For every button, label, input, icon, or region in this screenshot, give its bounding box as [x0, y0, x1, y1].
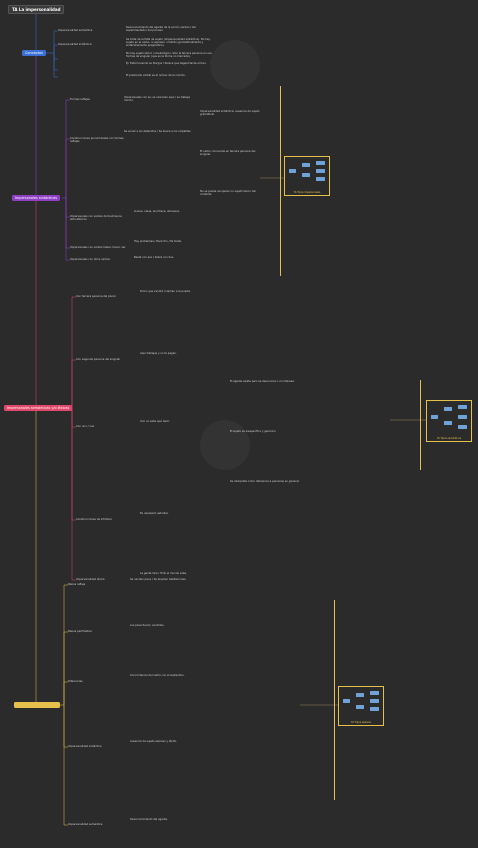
branch-impersonales-sintacticas[interactable]: Impersonales sintácticas [12, 195, 60, 201]
branch-fourth[interactable] [14, 702, 60, 708]
mini-node [444, 407, 452, 411]
mini-node [316, 177, 325, 181]
bracket-line [420, 380, 421, 470]
sintacticas-group-3: Impersonales con verbos de fenómenos atm… [70, 215, 122, 222]
sintacticas-note-3: No se puede recuperar un sujeto léxico d… [200, 190, 256, 197]
mini-node [316, 161, 325, 165]
thumbnail-map-sintacticas[interactable]: TA Tipos impersonales [284, 156, 330, 196]
sintacticas-group-1-text: Impersonales con se: se vive bien aquí /… [124, 96, 190, 103]
sintacticas-group-4-text: Hay problemas / Hace frío / Es tarde. [134, 240, 182, 243]
semanticas-note-1: El agente existe pero se desconoce o no … [230, 380, 295, 383]
mini-node [444, 421, 452, 425]
mini-node [356, 705, 364, 709]
semanticas-group-3: Con uno / una [76, 425, 95, 428]
pasivas-group-4: Impersonalidad sintáctica [68, 745, 102, 748]
mini-node [302, 173, 310, 177]
thumbnail-caption: TA Tipos semánticos [436, 437, 462, 440]
thumbnail-caption: TA Tipos impersonales [293, 191, 321, 194]
pasivas-group-5-text: Desconocimiento del agente. [130, 818, 168, 821]
semanticas-group-4: Construcciones de infinitivo [76, 518, 112, 521]
sintacticas-group-5-text: Basta con eso / Sobra con dos. [134, 256, 174, 259]
mini-node [370, 699, 379, 703]
bracket-line [334, 600, 335, 800]
mini-node [343, 699, 350, 703]
pasivas-group-4-text: Ausencia de sujeto expreso y tácito. [130, 740, 177, 743]
mini-node [458, 405, 467, 409]
root-topic[interactable]: TA La impersonalidad [8, 5, 65, 14]
mini-node [458, 425, 467, 429]
mini-node [302, 163, 310, 167]
mini-node [289, 169, 296, 173]
semanticas-group-1: Con tercera persona del plural [76, 295, 116, 298]
sintacticas-note-1: Impersonalidad sintáctica: ausencia de s… [200, 110, 260, 117]
semanticas-group-3-text: Uno no sabe qué decir. [140, 420, 170, 423]
pasivas-group-1: Pasiva refleja [68, 583, 86, 586]
semanticas-note-3: Se interpreta como referencia a personas… [230, 480, 300, 483]
pasivas-group-2-text: Los pisos fueron vendidos. [130, 624, 165, 627]
pasivas-group-5: Impersonalidad semántica [68, 823, 103, 826]
bracket-line [280, 86, 281, 276]
branch-conceptos[interactable]: Conceptos [22, 50, 46, 56]
background-watermark [200, 420, 250, 470]
semanticas-group-4-text: Es necesario estudiar. [140, 512, 169, 515]
branch-impersonales-semanticas[interactable]: Impersonales semánticas y/o léxicas [4, 405, 73, 411]
thumbnail-caption: TA Tipos pasivas [351, 721, 371, 724]
conceptos-label-1: Impersonalidad semántica [58, 29, 93, 32]
mini-node [356, 693, 364, 697]
conceptos-text-3: No hay sujeto léxico ni tautológico. Sól… [126, 52, 212, 59]
semanticas-note-2: El sujeto es inespecífico y genérico. [230, 430, 277, 433]
conceptos-text-5: El predicado verbal es el núcleo de la o… [126, 74, 186, 77]
mini-node [431, 415, 438, 419]
mini-node [370, 691, 379, 695]
sintacticas-group-4: Impersonales con verbos haber, hacer, se… [70, 246, 126, 249]
pasivas-group-1-text: Se venden pisos / Se alquilan habitacion… [130, 578, 187, 581]
sintacticas-group-2: Construcciones pronominales con formas r… [70, 137, 124, 144]
sintacticas-note-2: El verbo concuerda en tercera persona de… [200, 150, 256, 157]
mini-node [316, 169, 325, 173]
pasivas-group-3: Diferencias [68, 680, 83, 683]
semanticas-group-5-text: La gente dice / Todo el mundo sabe. [140, 572, 187, 575]
semanticas-group-5: Impersonalidad léxica [76, 578, 105, 581]
conceptos-text-4: Ej: Está lloviendo en Burgos / Parece qu… [126, 62, 207, 65]
conceptos-text-2: Se trata de la falta de sujeto (imperson… [126, 38, 211, 48]
sintacticas-group-2-text: Se acusó a los detenidos / Se busca a lo… [124, 130, 192, 133]
sintacticas-group-5: Impersonales con otros verbos [70, 258, 110, 261]
conceptos-label-2: Impersonalidad sintáctica [58, 43, 92, 46]
conceptos-text-1: Desconocimiento del agente de la acción … [126, 26, 196, 33]
mini-node [458, 415, 467, 419]
thumbnail-map-semanticas[interactable]: TA Tipos semánticos [426, 400, 472, 442]
semanticas-group-1-text: Dicen que vendrá / Llaman a la puerta. [140, 290, 191, 293]
mini-node [370, 707, 379, 711]
semanticas-group-2: Con segunda persona del singular [76, 358, 121, 361]
sintacticas-group-3-text: Llueve, nieva, anochece, amanece. [134, 210, 180, 213]
thumbnail-map-pasivas[interactable]: TA Tipos pasivas [338, 686, 384, 726]
background-watermark [210, 40, 260, 90]
pasivas-group-2: Pasiva perifrástica [68, 630, 92, 633]
pasivas-group-3-text: Concordancia del verbo con el sustantivo… [130, 674, 185, 677]
semanticas-group-2-text: Aquí trabajas y no te pagan. [140, 352, 177, 355]
sintacticas-group-1: Formas reflejas [70, 98, 90, 101]
